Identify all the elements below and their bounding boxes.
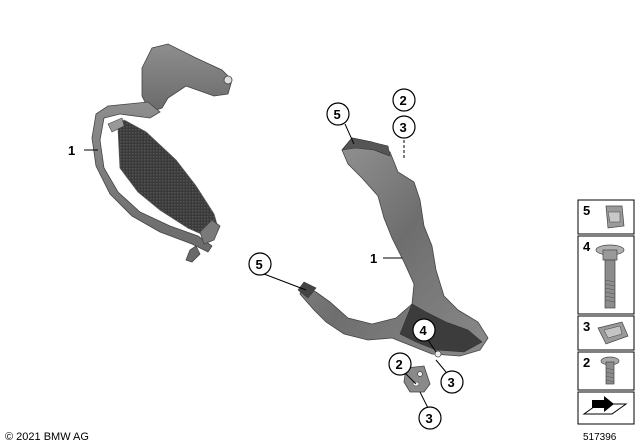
left-inner-tab [107,117,125,133]
set-arrow-icon [582,396,628,415]
right-screw-a [434,350,442,358]
svg-text:5: 5 [256,257,263,272]
spring-nut-icon [597,321,629,345]
callout-3-bottom: 3 [418,406,442,430]
svg-text:3: 3 [583,319,590,334]
callout-5-left: 5 [248,252,272,276]
right-screw-b [417,371,423,377]
callout-2-top: 2 [392,88,416,112]
svg-text:2: 2 [583,355,590,370]
left-top-bracket [141,43,233,113]
left-lower-mount [199,219,221,245]
right-left-tip [297,281,317,299]
callout-4-mid: 4 [412,318,436,342]
leader-3-bottom-right [435,359,447,373]
parts-legend: 5 4 3 [577,199,635,425]
left-top-bolt [223,75,233,85]
leader-2-bottom [403,371,417,385]
collar-bolt-icon [595,244,625,309]
callout-5-top: 5 [326,102,350,126]
callout-1-right: 1 [370,251,377,266]
drawing-number: 517396 [583,432,617,443]
legend-row-4: 4 [577,235,635,315]
svg-text:3: 3 [426,411,433,426]
svg-text:5: 5 [583,203,590,218]
right-top-lip [341,137,391,157]
svg-text:2: 2 [400,93,407,108]
svg-text:3: 3 [448,375,455,390]
svg-text:4: 4 [420,323,428,338]
leader-3-bottom [419,391,429,409]
callout-3-bottom-right: 3 [440,370,464,394]
callout-3-top: 3 [392,115,416,139]
legend-row-2: 2 [577,351,635,391]
left-panel-mesh [117,119,219,237]
svg-text:4: 4 [583,239,591,254]
right-panel-body [299,137,489,357]
right-trim-panel [297,137,489,393]
svg-text:2: 2 [396,357,403,372]
screw-icon [600,356,620,385]
left-frame-tube [91,101,213,253]
legend-row-set [577,391,635,425]
legend-row-5: 5 [577,199,635,235]
leader-lines [84,123,447,409]
leader-4-mid [427,339,437,353]
legend-row-3: 3 [577,315,635,351]
clip-nut-icon [605,205,625,229]
copyright-text: © 2021 BMW AG [5,431,89,443]
callout-2-bottom: 2 [388,352,412,376]
left-foot-tab [185,245,201,263]
right-bottom-tab [403,365,431,393]
callout-1-left: 1 [68,143,75,158]
leader-5-left [263,273,307,291]
svg-text:3: 3 [400,120,407,135]
left-trim-panel [91,43,233,263]
leader-5-top [344,123,355,145]
svg-text:5: 5 [334,107,341,122]
